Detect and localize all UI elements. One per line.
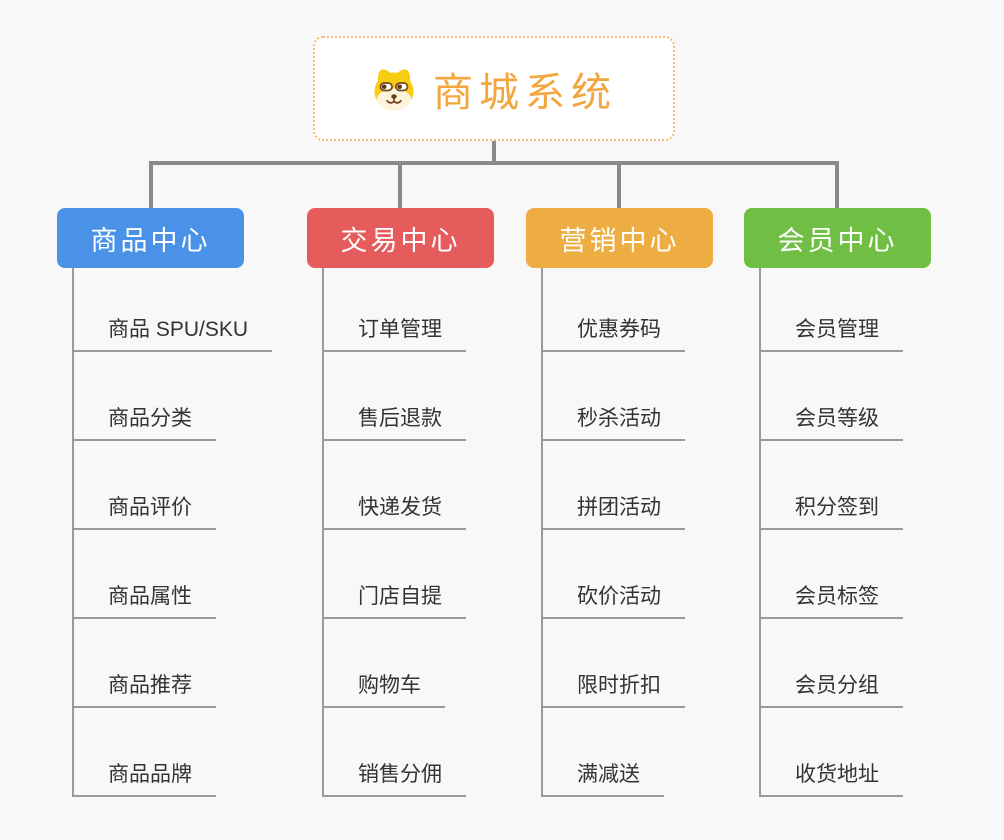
leaf-item[interactable]: 销售分佣 xyxy=(324,708,466,797)
leaf-label: 售后退款 xyxy=(358,407,442,430)
leaf-item[interactable]: 积分签到 xyxy=(761,441,903,530)
leaf-label: 会员分组 xyxy=(795,674,879,697)
leaf-label: 积分签到 xyxy=(795,496,879,519)
leaf-item[interactable]: 会员管理 xyxy=(761,268,903,352)
leaf-label: 满减送 xyxy=(577,763,640,786)
leaf-item[interactable]: 购物车 xyxy=(324,619,445,708)
leaf-item[interactable]: 限时折扣 xyxy=(543,619,685,708)
branch-header-member-center[interactable]: 会员中心 xyxy=(744,208,931,268)
connector-drop-marketing xyxy=(617,161,621,208)
leaf-item[interactable]: 商品品牌 xyxy=(74,708,216,797)
branch-header-product-center[interactable]: 商品中心 xyxy=(57,208,244,268)
leaf-item[interactable]: 商品分类 xyxy=(74,352,216,441)
leaf-label: 购物车 xyxy=(358,674,421,697)
leaf-label: 砍价活动 xyxy=(577,585,661,608)
leaf-item[interactable]: 商品属性 xyxy=(74,530,216,619)
leaf-item[interactable]: 满减送 xyxy=(543,708,664,797)
connector-root-drop xyxy=(492,141,496,163)
dog-icon xyxy=(374,68,414,110)
connector-drop-member xyxy=(835,161,839,208)
connector-drop-trade xyxy=(398,161,402,208)
leaf-label: 会员等级 xyxy=(795,407,879,430)
branch-header-marketing-center[interactable]: 营销中心 xyxy=(526,208,713,268)
leaf-item[interactable]: 售后退款 xyxy=(324,352,466,441)
branch-items-trade-center: 订单管理 售后退款 快递发货 门店自提 购物车 销售分佣 xyxy=(322,268,466,797)
leaf-item[interactable]: 拼团活动 xyxy=(543,441,685,530)
leaf-item[interactable]: 会员标签 xyxy=(761,530,903,619)
leaf-item[interactable]: 订单管理 xyxy=(324,268,466,352)
leaf-item[interactable]: 商品推荐 xyxy=(74,619,216,708)
leaf-label: 商品 SPU/SKU xyxy=(108,318,249,341)
leaf-label: 拼团活动 xyxy=(577,496,661,519)
branch-items-member-center: 会员管理 会员等级 积分签到 会员标签 会员分组 收货地址 xyxy=(759,268,903,797)
leaf-label: 优惠券码 xyxy=(577,318,661,341)
leaf-item[interactable]: 收货地址 xyxy=(761,708,903,797)
branch-items-product-center: 商品 SPU/SKU 商品分类 商品评价 商品属性 商品推荐 商品品牌 xyxy=(72,268,273,797)
connector-bus xyxy=(149,161,839,165)
leaf-label: 销售分佣 xyxy=(358,763,442,786)
leaf-item[interactable]: 砍价活动 xyxy=(543,530,685,619)
leaf-label: 门店自提 xyxy=(358,585,442,608)
leaf-item[interactable]: 快递发货 xyxy=(324,441,466,530)
leaf-label: 秒杀活动 xyxy=(577,407,661,430)
leaf-label: 商品品牌 xyxy=(108,763,192,786)
leaf-label: 会员管理 xyxy=(795,318,879,341)
branch-items-marketing-center: 优惠券码 秒杀活动 拼团活动 砍价活动 限时折扣 满减送 xyxy=(541,268,685,797)
connector-drop-product xyxy=(149,161,153,208)
leaf-label: 商品推荐 xyxy=(108,674,192,697)
leaf-item[interactable]: 门店自提 xyxy=(324,530,466,619)
leaf-item[interactable]: 会员等级 xyxy=(761,352,903,441)
leaf-label: 快递发货 xyxy=(358,496,442,519)
leaf-item[interactable]: 秒杀活动 xyxy=(543,352,685,441)
leaf-label: 收货地址 xyxy=(795,763,879,786)
leaf-item[interactable]: 商品评价 xyxy=(74,441,216,530)
leaf-label: 商品评价 xyxy=(108,496,192,519)
leaf-label: 限时折扣 xyxy=(577,674,661,697)
root-title: 商城系统 xyxy=(433,70,617,115)
leaf-label: 商品属性 xyxy=(108,585,192,608)
leaf-item[interactable]: 优惠券码 xyxy=(543,268,685,352)
leaf-item[interactable]: 商品 SPU/SKU xyxy=(74,268,273,352)
leaf-item[interactable]: 会员分组 xyxy=(761,619,903,708)
leaf-label: 订单管理 xyxy=(358,318,442,341)
root-node[interactable]: 商城系统 xyxy=(313,36,675,141)
leaf-label: 会员标签 xyxy=(795,585,879,608)
branch-header-trade-center[interactable]: 交易中心 xyxy=(307,208,494,268)
leaf-label: 商品分类 xyxy=(108,407,192,430)
